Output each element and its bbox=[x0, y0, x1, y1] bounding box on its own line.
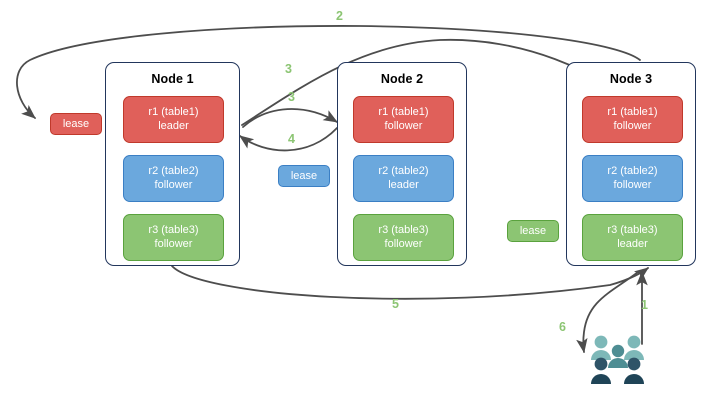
replica-line2: follower bbox=[384, 237, 423, 250]
edge-5 bbox=[171, 265, 649, 300]
replica-line2: follower bbox=[154, 237, 193, 250]
replica-line1: r2 (table2) bbox=[378, 165, 429, 177]
lease-badge-red[interactable]: lease bbox=[50, 113, 102, 135]
replica-line2: leader bbox=[617, 237, 648, 250]
node-box-2[interactable]: Node 2 r1 (table1) follower r2 (table2) … bbox=[337, 62, 467, 266]
replica-line1: r2 (table2) bbox=[148, 165, 199, 177]
edge-6 bbox=[576, 271, 639, 354]
replica-r2[interactable]: r2 (table2) leader bbox=[353, 155, 454, 202]
replica-line2: leader bbox=[158, 119, 189, 132]
edge-3-short bbox=[242, 108, 338, 128]
replica-line2: follower bbox=[154, 178, 193, 191]
lease-badge-green[interactable]: lease bbox=[507, 220, 559, 242]
replica-line1: r1 (table1) bbox=[378, 106, 429, 118]
replica-line2: follower bbox=[613, 178, 652, 191]
replica-r1[interactable]: r1 (table1) leader bbox=[123, 96, 224, 143]
replica-line2: follower bbox=[384, 119, 423, 132]
replica-r2[interactable]: r2 (table2) follower bbox=[582, 155, 683, 202]
replica-line1: r2 (table2) bbox=[607, 165, 658, 177]
replica-line2: leader bbox=[388, 178, 419, 191]
edge-label-3a: 3 bbox=[285, 62, 292, 76]
node-title: Node 1 bbox=[151, 72, 194, 86]
edge-2 bbox=[16, 25, 641, 119]
replica-line1: r3 (table3) bbox=[148, 224, 199, 236]
edge-label-2: 2 bbox=[336, 9, 343, 23]
replica-r2[interactable]: r2 (table2) follower bbox=[123, 155, 224, 202]
replica-line1: r1 (table1) bbox=[607, 106, 658, 118]
edge-label-1: 1 bbox=[641, 298, 648, 312]
node-title: Node 2 bbox=[380, 72, 424, 86]
node-box-3[interactable]: Node 3 r1 (table1) follower r2 (table2) … bbox=[566, 62, 696, 266]
replica-line2: follower bbox=[613, 119, 652, 132]
lease-badge-blue[interactable]: lease bbox=[278, 165, 330, 187]
replica-line1: r3 (table3) bbox=[607, 224, 658, 236]
replica-r3[interactable]: r3 (table3) follower bbox=[353, 214, 454, 261]
replica-r1[interactable]: r1 (table1) follower bbox=[582, 96, 683, 143]
node-box-1[interactable]: Node 1 r1 (table1) leader r2 (table2) fo… bbox=[105, 62, 240, 266]
replica-line1: r1 (table1) bbox=[148, 106, 199, 118]
edge-label-4: 4 bbox=[288, 132, 295, 146]
node-title: Node 3 bbox=[609, 72, 653, 86]
edge-4 bbox=[239, 127, 338, 152]
replica-r1[interactable]: r1 (table1) follower bbox=[353, 96, 454, 143]
replica-r3[interactable]: r3 (table3) follower bbox=[123, 214, 224, 261]
edge-label-3b: 3 bbox=[288, 90, 295, 104]
edge-label-5: 5 bbox=[392, 297, 399, 311]
replica-line1: r3 (table3) bbox=[378, 224, 429, 236]
edge-label-6: 6 bbox=[559, 320, 566, 334]
replica-r3[interactable]: r3 (table3) leader bbox=[582, 214, 683, 261]
users-group-icon bbox=[591, 335, 644, 384]
